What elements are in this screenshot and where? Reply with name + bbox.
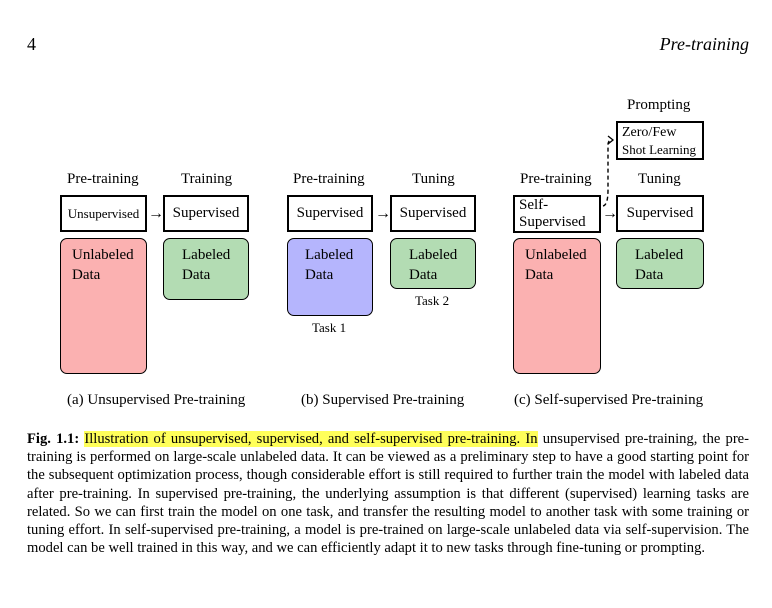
panel-b-stage1-label: Pre-training (293, 171, 365, 187)
panel-c-unlabeled-line1: Unlabeled (525, 247, 587, 263)
caption-highlighted-text: Illustration of unsupervised, supervised… (84, 431, 521, 447)
panel-c-unlabeled-data: Unlabeled Data (513, 238, 601, 374)
prompting-dashed-line (602, 139, 613, 207)
panel-c-pretrain-line2: Supervised (519, 214, 586, 230)
page-number: 4 (27, 34, 36, 54)
panel-b-tune-box-text: Supervised (399, 205, 467, 221)
panel-b-arrow: → (375, 205, 391, 222)
panel-c-pretrain-box: Self- Supervised (513, 195, 601, 233)
panel-c-pretrain-line1: Self- (519, 197, 549, 213)
panel-c-prompt-line2: Shot Learning (622, 141, 697, 157)
panel-a-train-box-text: Supervised (172, 205, 240, 221)
panel-a-labeled-line1: Labeled (182, 247, 231, 263)
panel-b-task1-label: Task 1 (312, 320, 347, 335)
panel-b-caption: (b) Supervised Pre-training (301, 392, 465, 408)
panel-a-pretrain-box: Unsupervised (60, 195, 147, 232)
panel-a-labeled-line2: Data (182, 267, 211, 283)
panel-a-unlabeled-line2: Data (72, 267, 101, 283)
panel-a-pretrain-box-text: Unsupervised (67, 206, 140, 221)
panel-c-caption: (c) Self-supervised Pre-training (514, 392, 704, 408)
panel-c-tune-box-text: Supervised (626, 205, 694, 221)
panel-a-arrow: → (148, 205, 164, 222)
panel-b-task2-line2: Data (409, 267, 438, 283)
panel-b-pretrain-box-text: Supervised (296, 205, 364, 221)
caption-body: unsupervised pre-training, the pre-train… (27, 431, 750, 557)
panel-c-prompting-label: Prompting (627, 97, 691, 113)
panel-c-arrow: → (602, 205, 618, 222)
panel-a-train-box: Supervised (163, 195, 249, 232)
panel-a-labeled-data: Labeled Data (163, 238, 249, 300)
prompting-arrowhead (607, 135, 615, 145)
panel-b-task2-data: Labeled Data (390, 238, 476, 289)
panel-a-caption: (a) Unsupervised Pre-training (67, 392, 246, 408)
panel-a-stage2-label: Training (181, 171, 233, 187)
caption-label: Fig. 1.1: (27, 431, 80, 447)
panel-b-task2-label: Task 2 (415, 293, 450, 308)
panel-c-labeled-data: Labeled Data (616, 238, 704, 289)
panel-c-unlabeled-line2: Data (525, 267, 554, 283)
panel-b-pretrain-box: Supervised (287, 195, 373, 232)
panel-a-unlabeled-line1: Unlabeled (72, 247, 134, 263)
panel-a-stage1-label: Pre-training (67, 171, 139, 187)
panel-b-stage2-label: Tuning (412, 171, 455, 187)
figure-caption: Fig. 1.1: Illustration of unsupervised, … (27, 430, 749, 557)
panel-c-tune-box: Supervised (616, 195, 704, 232)
panel-c-stage2-label: Tuning (638, 171, 681, 187)
panel-c-labeled-line2: Data (635, 267, 664, 283)
panel-c-stage1-label: Pre-training (520, 171, 592, 187)
running-head: Pre-training (659, 34, 749, 54)
panel-b-task1-line2: Data (305, 267, 334, 283)
panel-a-unlabeled-data: Unlabeled Data (60, 238, 147, 374)
panel-b-tune-box: Supervised (390, 195, 476, 232)
caption-highlighted-tail: In (525, 431, 538, 447)
panel-b-task1-line1: Labeled (305, 247, 354, 263)
panel-b-task2-line1: Labeled (409, 247, 458, 263)
panel-c-prompt-line1: Zero/Few (622, 124, 677, 140)
panel-c-prompt-box: Zero/Few Shot Learning (616, 121, 704, 160)
panel-b-task1-data: Labeled Data (287, 238, 373, 316)
panel-c-labeled-line1: Labeled (635, 247, 684, 263)
